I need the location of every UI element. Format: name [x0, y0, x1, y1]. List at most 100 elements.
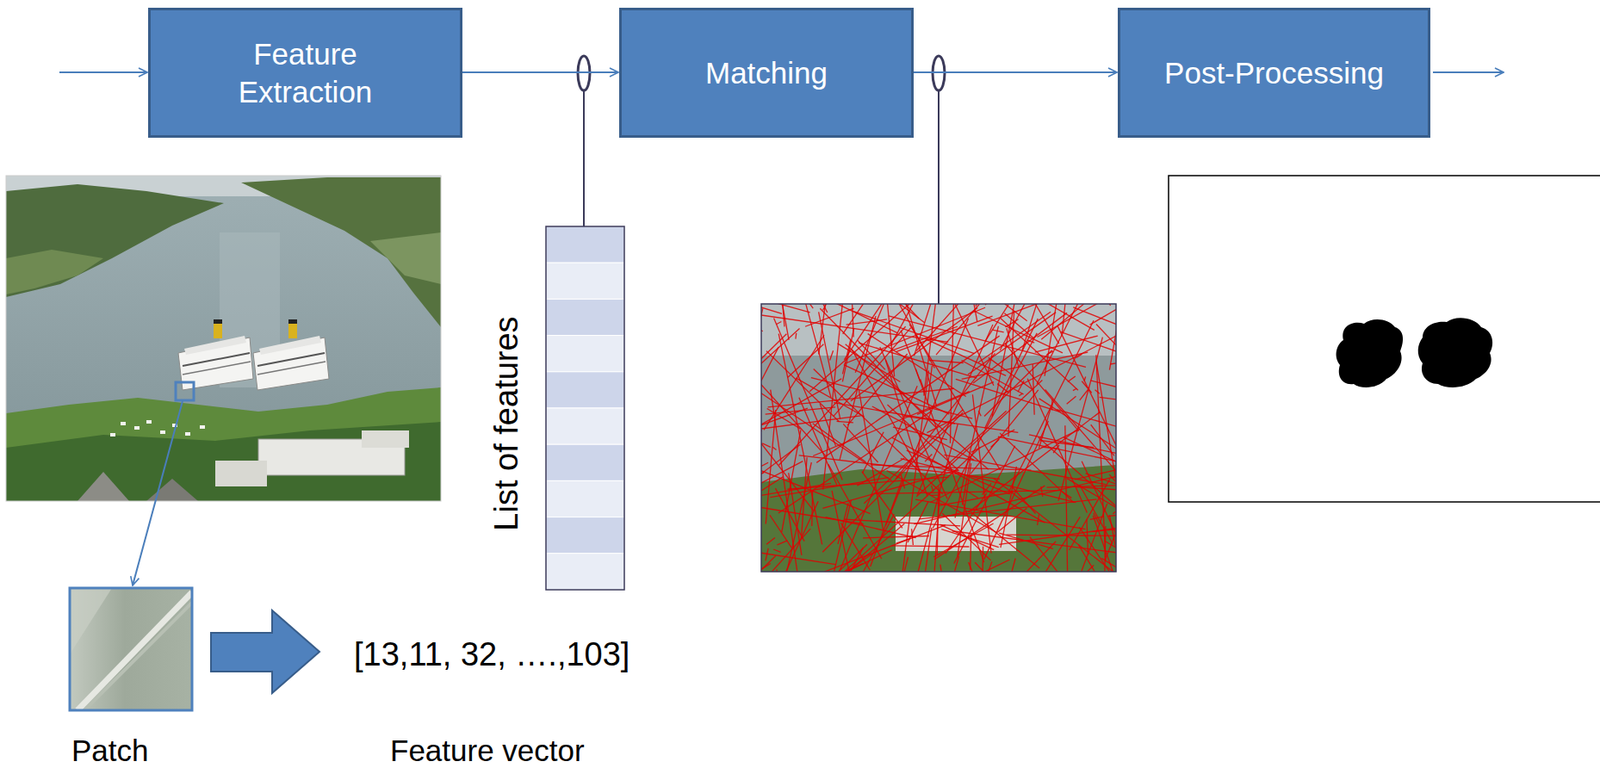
match-line: [761, 544, 868, 572]
match-line: [795, 378, 864, 417]
match-line: [1066, 396, 1077, 404]
match-line: [1006, 534, 1117, 536]
patch-frame: [69, 588, 193, 711]
match-line: [1000, 558, 1016, 572]
match-line: [761, 528, 811, 572]
match-line: [826, 514, 894, 572]
match-line: [843, 423, 878, 463]
vector-values: [13,11, 32, ….,103]: [353, 637, 630, 674]
match-line: [974, 562, 1062, 572]
match-line: [1008, 320, 1094, 492]
process-label: Matching: [705, 54, 828, 93]
match-line: [761, 347, 779, 461]
match-line: [761, 563, 863, 572]
ship: [178, 319, 254, 391]
match-line: [901, 370, 929, 572]
photo-shore: [6, 387, 441, 502]
match-line: [843, 303, 893, 335]
match-line: [918, 499, 1097, 520]
match-line: [955, 326, 999, 519]
match-line: [1069, 478, 1111, 551]
match-line: [1063, 437, 1117, 472]
feature-cell: [545, 226, 625, 263]
match-line: [997, 508, 1027, 533]
photo-frame: [6, 175, 441, 502]
match-line: [890, 303, 973, 346]
match-line: [837, 385, 918, 572]
matching-frame: [761, 303, 1117, 572]
flow-arrow: [462, 71, 619, 74]
match-line: [895, 316, 993, 353]
match-line: [1099, 396, 1117, 410]
match-line: [874, 303, 895, 377]
block-arrow: [210, 610, 320, 694]
match-line: [929, 359, 964, 363]
match-line: [942, 513, 991, 561]
match-line: [763, 334, 825, 430]
match-line: [940, 564, 968, 572]
match-line: [1095, 390, 1100, 394]
match-line: [1056, 409, 1117, 429]
match-lines: [761, 303, 1117, 572]
photo-building: [215, 460, 267, 487]
input-photo: [6, 175, 441, 502]
match-line: [761, 303, 782, 314]
match-line: [1107, 495, 1117, 516]
match-line: [1109, 303, 1117, 371]
match-line: [1037, 514, 1040, 526]
match-line: [961, 303, 977, 323]
feature-cell: [545, 553, 625, 590]
match-line: [843, 446, 980, 572]
match-line: [900, 556, 960, 572]
match-line: [870, 477, 904, 566]
ship: [253, 319, 329, 391]
feature-cell: [545, 372, 625, 409]
photo-slope: [370, 232, 441, 285]
match-line: [828, 464, 882, 559]
match-line: [775, 322, 782, 325]
match-line: [933, 523, 993, 558]
match-line: [842, 328, 854, 383]
probe-leader: [582, 90, 585, 227]
match-line: [862, 432, 884, 474]
match-line: [831, 490, 865, 572]
feature-cell: [545, 335, 625, 373]
match-line: [761, 408, 808, 434]
match-line: [779, 326, 906, 466]
match-line: [772, 446, 776, 450]
match-line: [830, 350, 834, 360]
match-line: [857, 340, 886, 370]
match-line: [915, 368, 984, 563]
process-box: Post-Processing: [1117, 7, 1431, 138]
match-line: [769, 514, 792, 548]
match-line: [1072, 307, 1117, 368]
match-line: [906, 450, 1011, 495]
match-line: [761, 462, 769, 531]
match-line: [885, 318, 968, 526]
match-line: [958, 303, 1095, 330]
photo-roof: [146, 478, 199, 502]
match-line: [920, 378, 925, 392]
match-line: [913, 303, 934, 356]
match-line: [1038, 403, 1053, 449]
input-arrow: [59, 71, 148, 74]
match-line: [1090, 516, 1104, 521]
match-line: [837, 502, 849, 545]
match-line: [1092, 527, 1117, 533]
caption-label: Patch: [71, 734, 149, 769]
feature-cell: [545, 408, 625, 445]
match-line: [984, 318, 1038, 429]
feature-cell: [545, 444, 625, 481]
match-line: [916, 380, 1042, 497]
output-mask: [1168, 175, 1600, 503]
photo-trees: [6, 421, 441, 502]
match-line: [1081, 381, 1092, 393]
match-line: [805, 308, 854, 327]
match-line: [1096, 323, 1117, 369]
probe-leader: [937, 90, 940, 304]
process-label: Post-Processing: [1164, 54, 1384, 93]
match-line: [856, 458, 905, 486]
